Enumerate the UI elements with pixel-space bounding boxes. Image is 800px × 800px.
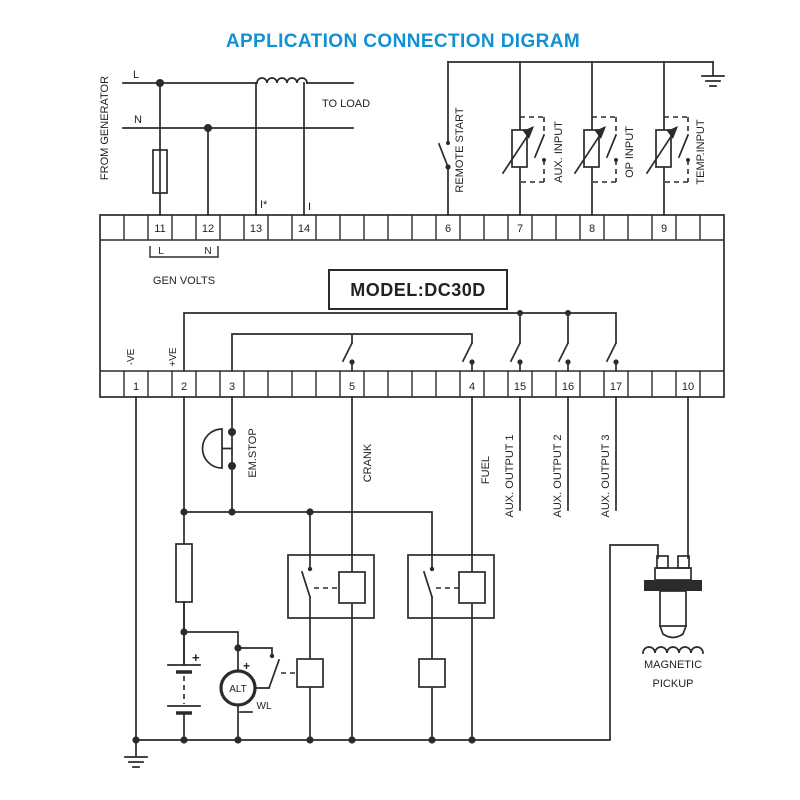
fuse-icon xyxy=(152,149,168,194)
remote-start-switch-icon xyxy=(437,142,450,169)
aux-output-3-label: AUX. OUTPUT 3 xyxy=(600,435,612,518)
terminal-16: 16 xyxy=(562,381,574,393)
junction-dot xyxy=(306,508,314,516)
aux-input-label: AUX. INPUT xyxy=(553,121,565,183)
gear-teeth-icon xyxy=(642,646,704,654)
fuel-relay xyxy=(407,554,495,741)
battery-fuse-icon xyxy=(175,543,193,603)
crank-label: CRANK xyxy=(362,443,374,482)
junction-dot xyxy=(180,628,188,636)
terminal-2: 2 xyxy=(181,381,187,393)
terminal-17: 17 xyxy=(610,381,622,393)
bracket-n-label: N xyxy=(204,246,211,257)
terminal-8: 8 xyxy=(589,223,595,235)
wl-relay-coil-icon xyxy=(296,658,324,688)
terminal-14: 14 xyxy=(298,223,310,235)
terminal-strip-lines xyxy=(100,239,724,372)
temp-input-label: TEMP.INPUT xyxy=(695,119,707,184)
contact-dot xyxy=(446,141,450,145)
em-stop-label: EM.STOP xyxy=(247,428,259,477)
terminal-11: 11 xyxy=(154,223,165,235)
em-stop-button-icon xyxy=(201,428,236,470)
temp-input-sender-icon xyxy=(646,116,691,183)
generator-risers xyxy=(159,82,305,216)
wl-label: WL xyxy=(257,701,272,712)
pickup-label-1: MAGNETIC xyxy=(644,659,702,671)
aux-output-2-label: AUX. OUTPUT 2 xyxy=(552,435,564,518)
internal-wiring xyxy=(183,310,619,372)
neg-ve-label: -VE xyxy=(126,348,137,365)
fuel-relay-coil-icon xyxy=(458,571,486,604)
op-input-sender-icon xyxy=(574,116,619,183)
aux-output-1-label: AUX. OUTPUT 1 xyxy=(504,435,516,518)
controller-outline xyxy=(99,214,725,398)
diagram-title: APPLICATION CONNECTION DIGRAM xyxy=(226,31,580,52)
terminal-15: 15 xyxy=(514,381,526,393)
bracket-l-label: L xyxy=(158,246,164,257)
from-generator-label: FROM GENERATOR xyxy=(99,76,111,180)
line-l-label: L xyxy=(133,69,139,81)
model-box xyxy=(328,269,508,310)
gen-volts-bracket xyxy=(149,246,219,258)
alt-label: ALT xyxy=(229,684,247,695)
internal-relay-contacts xyxy=(341,341,619,372)
inputs-section: REMOTE START AUX. INPUT OP INPUT TEMP.IN… xyxy=(437,61,725,216)
battery-icon xyxy=(167,601,201,741)
crank-relay xyxy=(287,554,375,741)
fuel-label: FUEL xyxy=(480,456,492,484)
aux-input-sender-icon xyxy=(502,116,547,183)
negative-bus xyxy=(135,544,659,741)
ct-i-label: I xyxy=(308,201,311,213)
junction-dot xyxy=(228,508,236,516)
op-input-label: OP INPUT xyxy=(624,126,636,178)
bottom-terminal-numbers: 1 2 3 5 4 15 16 17 10 xyxy=(133,381,694,393)
line-n-label: N xyxy=(134,114,142,126)
current-transformer-coil-icon xyxy=(256,77,308,84)
junction-dot xyxy=(156,79,164,87)
wl-switch-icon xyxy=(237,647,297,690)
terminal-9: 9 xyxy=(661,223,667,235)
terminal-10: 10 xyxy=(682,381,694,393)
pickup-label-2: PICKUP xyxy=(653,678,694,690)
battery-alt-link xyxy=(183,631,239,649)
top-terminal-numbers: 11 12 13 14 6 7 8 9 xyxy=(154,223,667,235)
positive-bus xyxy=(183,511,433,568)
terminal-5: 5 xyxy=(349,381,355,393)
ct-i-star-label: I* xyxy=(260,199,268,211)
terminal-13: 13 xyxy=(250,223,262,235)
crank-relay-coil-icon xyxy=(338,571,366,604)
terminal-4: 4 xyxy=(469,381,475,393)
dc-section: EM.STOP CRANK FUEL AUX. OUTPUT 1 AUX. OU… xyxy=(124,396,704,768)
fuel-aux-coil-icon xyxy=(418,658,446,688)
generator-section: FROM GENERATOR L N TO LOAD I* I xyxy=(99,69,370,216)
to-load-label: TO LOAD xyxy=(322,98,370,110)
terminal-cell-dividers xyxy=(123,215,701,397)
bus-junction-dots xyxy=(132,736,476,744)
contact-dot xyxy=(445,164,451,170)
terminal-6: 6 xyxy=(445,223,451,235)
terminal-12: 12 xyxy=(202,223,214,235)
magnetic-pickup-icon xyxy=(642,555,704,654)
model-label: MODEL:DC30D xyxy=(350,280,486,300)
terminal-3: 3 xyxy=(229,381,235,393)
remote-start-label: REMOTE START xyxy=(454,107,466,192)
battery-plus-label: + xyxy=(192,650,200,665)
controller-body: 11 12 13 14 6 7 8 9 1 2 3 5 4 15 16 17 1… xyxy=(99,214,725,398)
gen-volts-label: GEN VOLTS xyxy=(153,275,215,287)
terminal-1: 1 xyxy=(133,381,139,393)
alt-plus-label: + xyxy=(243,659,250,673)
terminal-7: 7 xyxy=(517,223,523,235)
pos-ve-label: +VE xyxy=(168,347,179,367)
ground-icon xyxy=(701,61,725,87)
junction-dot xyxy=(180,508,188,516)
junction-dot xyxy=(204,124,212,132)
ground-icon xyxy=(124,739,148,768)
